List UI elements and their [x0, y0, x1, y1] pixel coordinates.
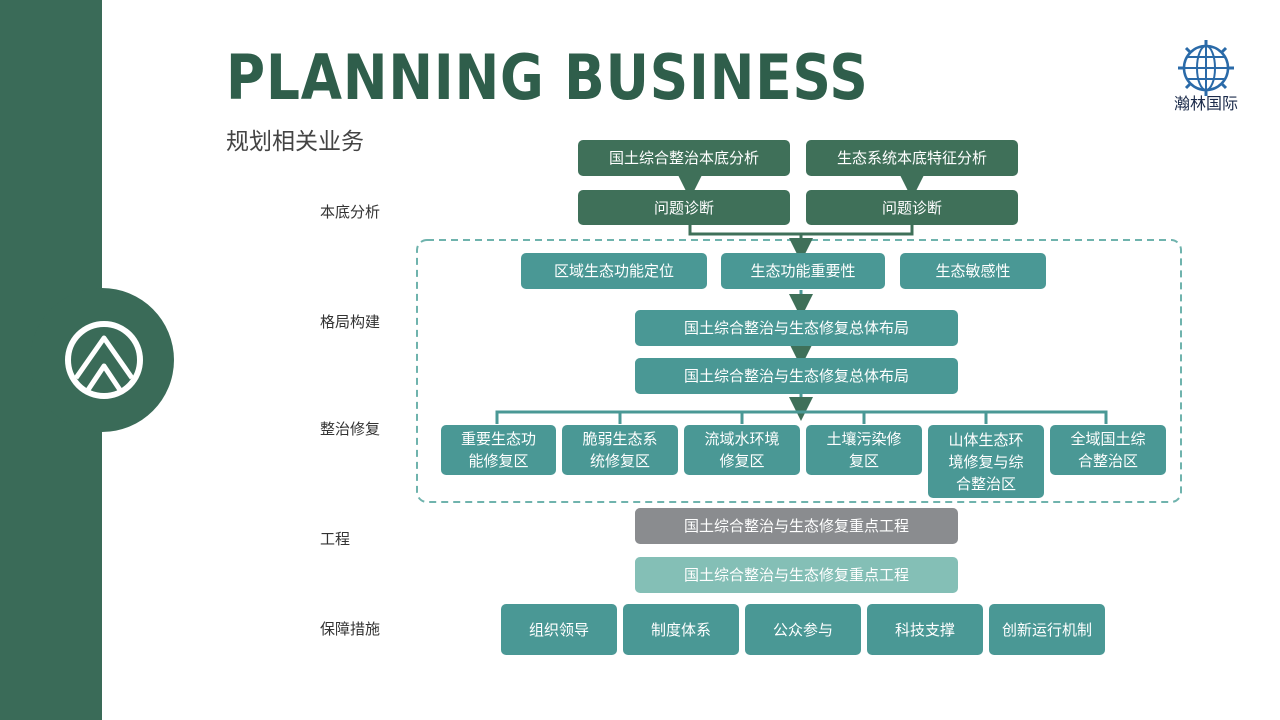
- zone-box: 全域国土综合整治区: [1050, 425, 1166, 475]
- safeguard-box: 公众参与: [745, 604, 861, 655]
- safeguard-box: 创新运行机制: [989, 604, 1105, 655]
- brand-name: 瀚林国际: [1173, 94, 1238, 113]
- diagnosis-box-2: 问题诊断: [806, 190, 1018, 225]
- zone-box: 山体生态环境修复与综合整治区: [928, 425, 1044, 498]
- safeguard-box: 科技支撑: [867, 604, 983, 655]
- key-project-box-2: 国土综合整治与生态修复重点工程: [635, 557, 958, 593]
- zone-box: 脆弱生态系统修复区: [562, 425, 678, 475]
- ecological-positioning-box: 区域生态功能定位: [521, 253, 707, 289]
- globe-logo-icon: [1178, 40, 1234, 96]
- overall-layout-box-2: 国土综合整治与生态修复总体布局: [635, 358, 958, 394]
- page-subtitle: 规划相关业务: [226, 129, 364, 155]
- baseline-analysis-box-2: 生态系统本底特征分析: [806, 140, 1018, 176]
- diagnosis-box-1: 问题诊断: [578, 190, 790, 225]
- overall-layout-box-1: 国土综合整治与生态修复总体布局: [635, 310, 958, 346]
- row-label-pattern: 格局构建: [320, 313, 381, 331]
- baseline-analysis-box-1: 国土综合整治本底分析: [578, 140, 790, 176]
- row-label-baseline: 本底分析: [320, 203, 381, 221]
- safeguard-box: 组织领导: [501, 604, 617, 655]
- row-label-restoration: 整治修复: [320, 420, 381, 438]
- sidebar-circle: [30, 288, 174, 432]
- safeguard-box: 制度体系: [623, 604, 739, 655]
- mountain-logo-icon: [65, 321, 143, 399]
- zone-box: 重要生态功能修复区: [441, 425, 556, 475]
- page-title: PLANNING BUSINESS: [226, 41, 869, 114]
- row-label-safeguards: 保障措施: [320, 620, 381, 638]
- zone-box: 土壤污染修复区: [806, 425, 922, 475]
- row-label-engineering: 工程: [320, 530, 351, 548]
- zone-box: 流域水环境修复区: [684, 425, 800, 475]
- ecological-importance-box: 生态功能重要性: [721, 253, 885, 289]
- key-project-box-1: 国土综合整治与生态修复重点工程: [635, 508, 958, 544]
- ecological-sensitivity-box: 生态敏感性: [900, 253, 1046, 289]
